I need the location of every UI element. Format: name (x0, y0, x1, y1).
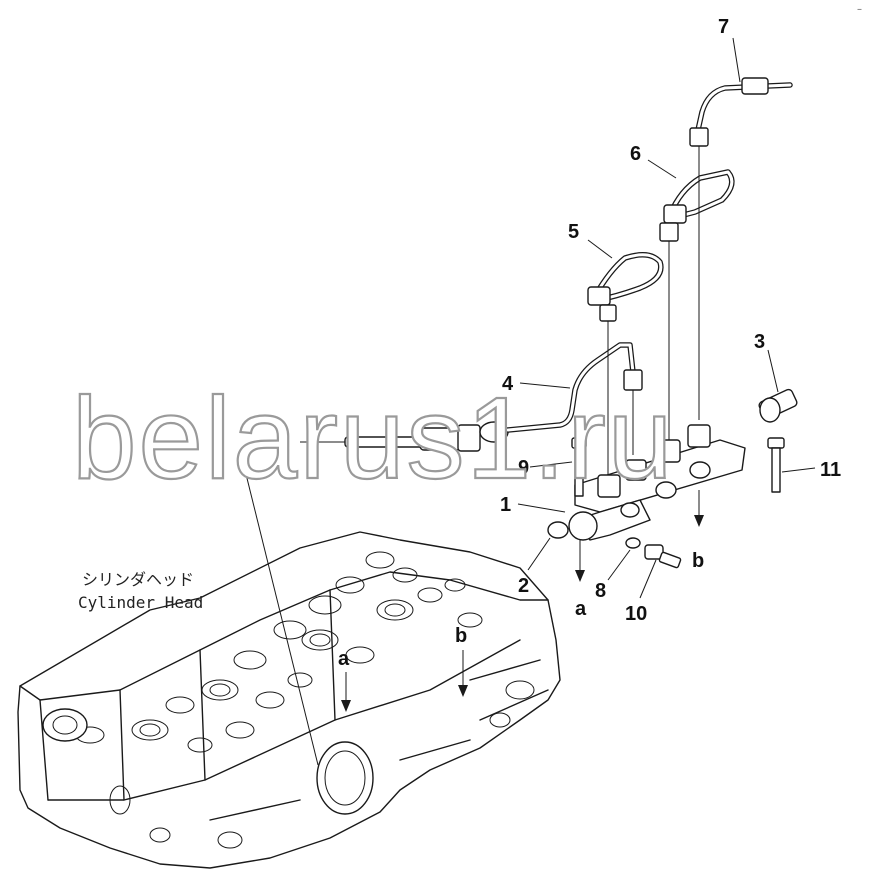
part-number-3: 3 (754, 331, 765, 353)
part-number-6: 6 (630, 143, 641, 165)
plug-2 (547, 521, 569, 539)
pipe-7 (689, 77, 793, 420)
caption-japanese: シリンダヘッド (82, 570, 194, 589)
marker-arrow-a-upper (575, 540, 585, 582)
view-label-b-head: b (455, 625, 467, 647)
bolt-9 (571, 437, 587, 497)
pressure-sensor (758, 388, 798, 423)
part-number-10: 10 (625, 603, 647, 625)
watermark-text: belarus1.ru (72, 373, 674, 503)
caption-english: Cylinder Head (78, 593, 203, 612)
pipe-4 (505, 342, 643, 455)
leader-injector-to-head (239, 449, 319, 766)
bolt-11 (767, 437, 785, 493)
part-number-1: 1 (500, 494, 511, 516)
view-label-b-upper: b (692, 550, 704, 572)
fitting-10 (644, 544, 682, 569)
view-label-a-upper: a (575, 598, 587, 620)
part-number-8: 8 (595, 580, 606, 602)
marker-arrow-a-head (341, 672, 351, 712)
part-number-9: 9 (518, 457, 529, 479)
part-number-4: 4 (502, 373, 514, 395)
view-label-a-head: a (338, 648, 350, 670)
part-number-5: 5 (568, 221, 579, 243)
washer-8 (625, 537, 641, 549)
part-number-2: 2 (518, 575, 529, 597)
marker-arrow-b-upper (694, 490, 704, 527)
part-number-11: 11 (820, 459, 841, 481)
marker-arrow-b-head (458, 650, 468, 697)
injector (300, 421, 509, 452)
cylinder-head (17, 531, 561, 869)
pipe-6 (659, 169, 735, 440)
fuel-block (568, 424, 746, 541)
leaders (517, 37, 816, 599)
part-number-7: 7 (718, 16, 729, 38)
corner-mark: – (857, 4, 862, 15)
pipe-5 (587, 252, 664, 480)
